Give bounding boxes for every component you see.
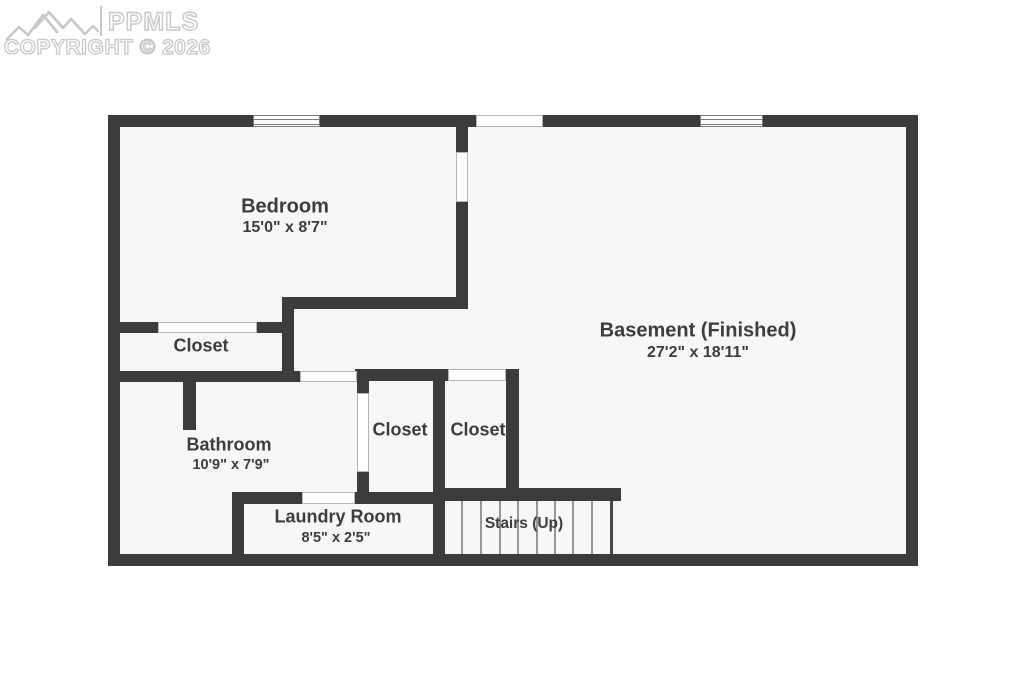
wall-bathroom-stub [183, 382, 196, 430]
closet-left-label: Closet [372, 419, 428, 440]
window-pane [254, 119, 319, 125]
stair-tread [572, 501, 574, 554]
bedroom-closet-door [158, 322, 257, 333]
wall-closet-right-side [506, 369, 519, 500]
wall-laundry-left [232, 492, 244, 566]
stair-tread [536, 501, 538, 554]
mountains-icon [5, 10, 99, 41]
watermark-divider [100, 6, 102, 36]
wall-bedroom-step [282, 297, 468, 309]
wall-closet-left-top [355, 369, 448, 381]
hall-entry [300, 371, 357, 382]
bedroom-window [253, 115, 320, 127]
stair-tread [499, 501, 501, 554]
top-wall-opening [476, 115, 543, 127]
window-pane [701, 119, 762, 125]
watermark-brand: PPMLS [107, 7, 200, 36]
laundry-dims: 8'5" x 2'5" [301, 530, 371, 546]
wall-divider-middle [433, 369, 445, 566]
watermark-copyright: COPYRIGHT © 2026 [3, 35, 211, 59]
laundry-label: Laundry Room [274, 506, 402, 527]
bedroom-label: Bedroom [241, 195, 329, 218]
wall-connector [282, 297, 294, 382]
wall-outer-bottom [108, 554, 918, 566]
closet-left-door [357, 393, 369, 472]
stair-tread [554, 501, 556, 554]
wall-outer-left [108, 115, 120, 566]
basement-label: Basement (Finished) [599, 319, 797, 342]
stair-tread [480, 501, 482, 554]
basement-dims: 27'2" x 18'11" [647, 344, 749, 361]
watermark: PPMLS COPYRIGHT © 2026 [0, 0, 320, 70]
bedroom-dims: 15'0" x 8'7" [242, 219, 328, 236]
basement-window [700, 115, 763, 127]
stair-tread [517, 501, 519, 554]
stairs-label: Stairs (Up) [484, 515, 564, 532]
wall-outer-right [906, 115, 918, 566]
stair-tread [591, 501, 593, 554]
bedroom-closet-label: Closet [173, 335, 229, 356]
closet-right-label: Closet [450, 419, 506, 440]
wall-stairs-top [433, 488, 621, 501]
closet-right-door [448, 369, 506, 381]
stair-tread [461, 501, 463, 554]
laundry-door [302, 492, 355, 504]
wall-bathroom-top [108, 371, 300, 382]
bathroom-dims: 10'9" x 7'9" [192, 457, 270, 473]
stairs-edge-line [610, 501, 613, 554]
bathroom-label: Bathroom [186, 434, 272, 455]
bedroom-door [456, 152, 468, 202]
